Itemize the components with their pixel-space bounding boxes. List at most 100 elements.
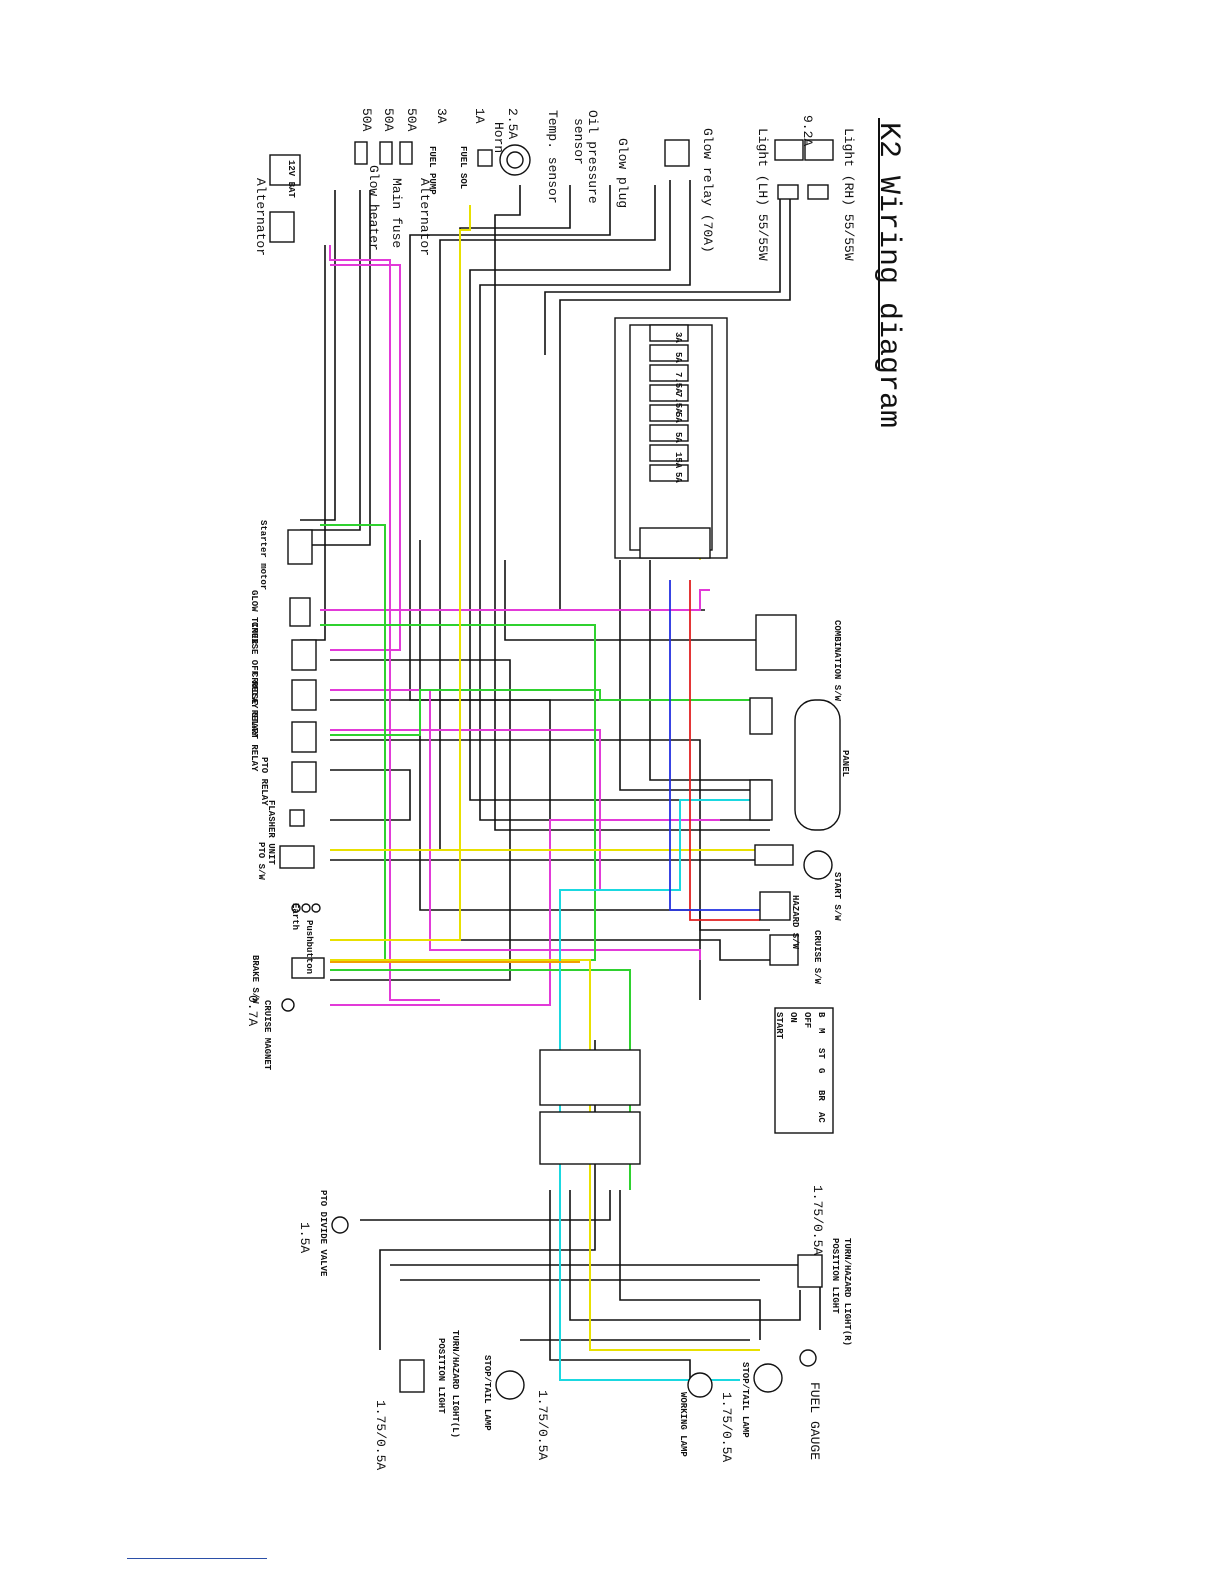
alternator-left-label: Alternator xyxy=(253,178,268,257)
wire xyxy=(320,589,710,611)
brake-sw-symbol xyxy=(291,957,325,979)
glow-relay xyxy=(664,139,690,167)
starter-motor-label: Starter motor xyxy=(258,520,268,591)
hazard-sw-label: HAZARD S/W xyxy=(790,895,800,950)
fuse-50a-1 xyxy=(354,141,368,165)
turn-hazard-r-label: TURN/HAZARD LIGHT(R) xyxy=(842,1238,852,1347)
wire xyxy=(559,799,770,1190)
stop-tail-r-symbol xyxy=(753,1363,783,1393)
alternator-symbol xyxy=(269,211,295,243)
switch-row-off: OFF xyxy=(802,1012,812,1029)
amp-2-5-label: 2.5A xyxy=(505,108,520,140)
wire xyxy=(300,190,336,521)
fuel-pump-label: FUEL PUMP xyxy=(427,146,437,195)
switch-col-st: ST xyxy=(816,1048,826,1059)
stop-tail-l-symbol xyxy=(495,1370,525,1400)
wire xyxy=(459,185,571,430)
diagram-title: K2 Wiring diagram xyxy=(871,122,905,429)
fuse-7 xyxy=(649,444,689,462)
start-sw-key xyxy=(803,850,833,880)
pto-divide-valve-symbol xyxy=(331,1216,349,1234)
glow-heater-label: Glow heater xyxy=(366,165,381,251)
headlight-rh xyxy=(804,139,834,161)
switch-col-ac: AC xyxy=(816,1112,826,1123)
relay-1 xyxy=(291,639,317,671)
cruise-sw-symbol xyxy=(769,934,799,966)
fuse-6-rating: 5A xyxy=(673,432,683,443)
main-fuse-label: Main fuse xyxy=(389,178,404,249)
switch-row-on: ON xyxy=(788,1012,798,1023)
working-lamp-label: WORKING LAMP xyxy=(678,1392,688,1457)
combination-sw-symbol xyxy=(755,614,797,671)
earth-3 xyxy=(311,903,321,913)
glow-timer-symbol xyxy=(289,597,311,627)
earth-label: Earth xyxy=(290,903,300,931)
oil-pressure-label: Oil pressure xyxy=(585,110,600,204)
light-rh-label: Light (RH) 55/55W xyxy=(841,128,856,261)
wire xyxy=(330,264,401,651)
wire xyxy=(619,560,770,791)
panel-label: PANEL xyxy=(840,750,850,778)
wire xyxy=(330,205,471,941)
pto-divide-valve-label: PTO DIVIDE VALVE xyxy=(318,1190,328,1277)
cruise-magnet-label: CRUISE MAGNET xyxy=(262,1000,272,1071)
switch-table xyxy=(774,1007,834,1134)
working-lamp-symbol xyxy=(687,1372,713,1398)
horn-inner xyxy=(506,151,524,169)
glow-relay-label: Glow relay (70A) xyxy=(700,128,715,253)
wire xyxy=(300,190,361,531)
headlight-lh xyxy=(774,139,804,161)
amp-50a-2-label: 50A xyxy=(381,108,396,132)
title-underline xyxy=(878,118,880,370)
turn-hazard-l-label: TURN/HAZARD LIGHT(L) xyxy=(450,1330,460,1439)
fuse-2-rating: 5A xyxy=(673,352,683,363)
switch-col-g: G xyxy=(816,1068,826,1074)
battery-symbol xyxy=(269,154,301,186)
fuel-sol-symbol xyxy=(477,149,493,167)
fuse-box-connector xyxy=(639,527,711,559)
light-lh-label: Light (LH) 55/55W xyxy=(755,128,770,261)
fuse-7-rating: 15A xyxy=(673,452,683,469)
wire xyxy=(330,699,551,870)
wire xyxy=(544,185,781,355)
headlight-lh-connector xyxy=(777,184,799,200)
start-sw-symbol xyxy=(754,844,794,866)
wire xyxy=(504,560,760,641)
fuel-sol-label: FUEL SOL xyxy=(458,146,468,190)
fuse-4 xyxy=(649,384,689,402)
flasher-unit-symbol xyxy=(289,809,305,827)
headlight-rh-connector xyxy=(807,184,829,200)
pto-sw-label: PTO S/W xyxy=(256,842,266,880)
fuse-2 xyxy=(649,344,689,362)
battery-label: 12V BAT xyxy=(286,160,296,198)
wire-harness xyxy=(300,180,821,1381)
panel-connector-1 xyxy=(749,697,773,735)
starter-motor-symbol xyxy=(287,529,313,565)
sensor-label: sensor xyxy=(571,118,586,165)
fuse-5-rating: 5A xyxy=(673,412,683,423)
relay-3 xyxy=(291,721,317,753)
position-light-r-label: POSITION LIGHT xyxy=(830,1238,840,1314)
amp-3-label: 3A xyxy=(434,108,449,124)
junction-box-1 xyxy=(539,1049,641,1106)
amp-1-label: 1A xyxy=(472,108,487,124)
fuse-50a-3 xyxy=(399,141,413,165)
fuse-6 xyxy=(649,424,689,442)
horn-label: Horn xyxy=(491,122,506,154)
wire xyxy=(330,819,720,1006)
fuel-gauge-label: FUEL GAUGE xyxy=(807,1382,822,1461)
wire xyxy=(330,729,601,890)
position-light-l-label: POSITION LIGHT xyxy=(436,1338,446,1414)
start-relay-label: START RELAY xyxy=(249,712,259,772)
relay-4 xyxy=(291,761,317,793)
wire xyxy=(360,1190,611,1221)
fuse-1-rating: 3A xyxy=(673,332,683,343)
pto-sw-symbol xyxy=(279,845,315,869)
panel-connector-2 xyxy=(749,779,773,821)
amp-50a-3-label: 50A xyxy=(359,108,374,132)
amp-50a-1-label: 50A xyxy=(404,108,419,132)
amp-1-5-label: 1.5A xyxy=(297,1222,312,1254)
glow-plug-label: Glow plug xyxy=(615,138,630,209)
switch-row-start: START xyxy=(774,1012,784,1040)
